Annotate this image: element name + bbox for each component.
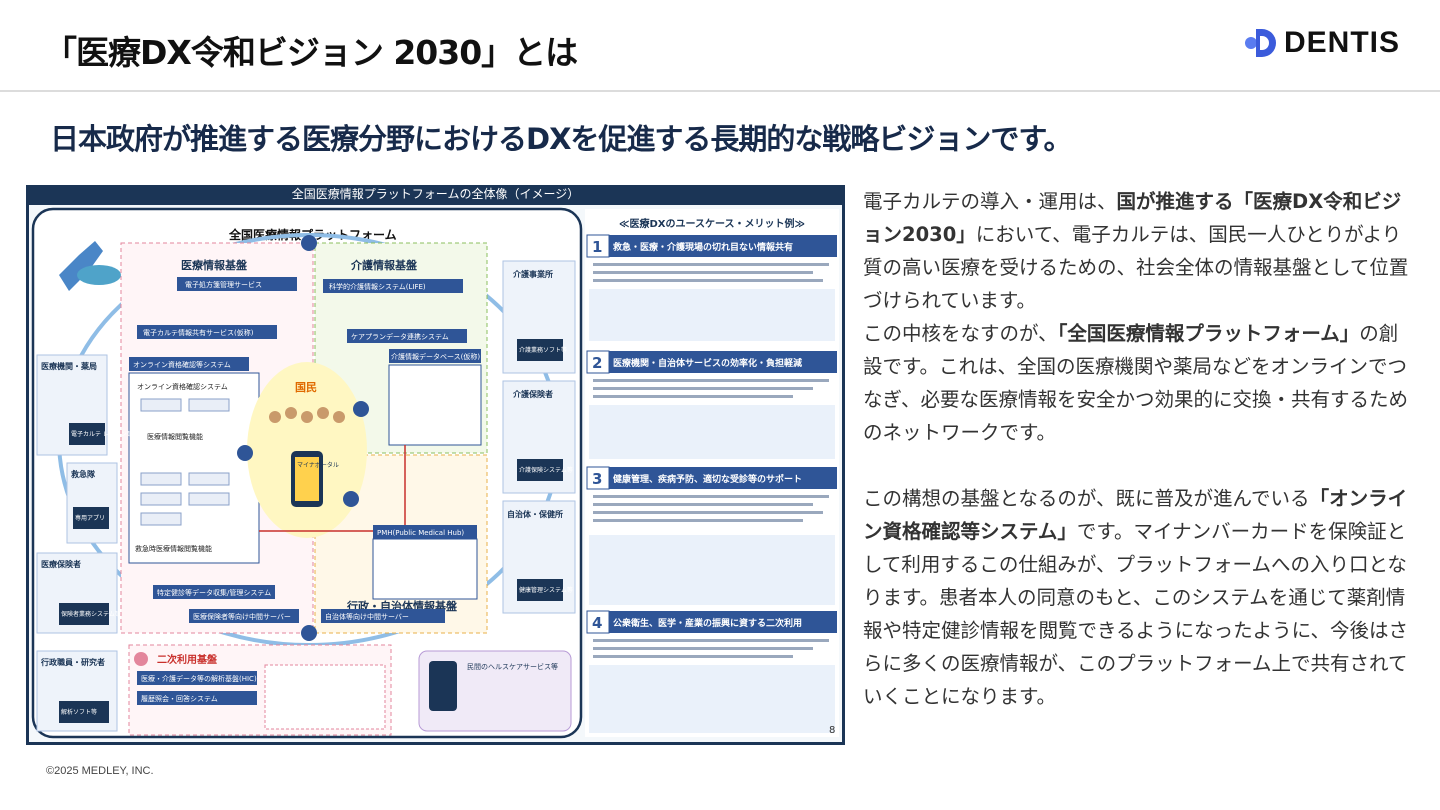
sys-checkup: 特定健診等データ収集/管理システム bbox=[157, 588, 271, 597]
device-insurer: 保険者業務システム等 bbox=[61, 610, 121, 618]
citizen-label: 国民 bbox=[295, 381, 317, 394]
pmh-label: PMH(Public Medical Hub) bbox=[377, 529, 464, 537]
copyright-footer: ©2025 MEDLEY, INC. bbox=[46, 765, 154, 777]
sys-life: 科学的介護情報システム(LIFE) bbox=[329, 282, 426, 291]
diagram-illustration: 全国医療情報プラットフォーム 医療情報基盤 介護情報基盤 行政・自治体情報基盤 … bbox=[31, 207, 839, 739]
diagram-title: 全国医療情報プラットフォームの全体像（イメージ） bbox=[291, 187, 580, 201]
node-ambulance: 救急隊 bbox=[71, 469, 96, 479]
device-app: 専用アプリ bbox=[75, 514, 105, 522]
device-analysis: 解析ソフト等 bbox=[61, 708, 97, 716]
usecase-4-num: 4 bbox=[592, 614, 602, 632]
sys-hic: 医療・介護データ等の解析基盤(HIC) bbox=[141, 674, 257, 683]
device-municipality: 健康管理システム等 bbox=[519, 586, 573, 594]
paragraph-3: この構想の基盤となるのが、既に普及が進んでいる「オンライン資格確認等システム」で… bbox=[863, 487, 1409, 708]
platform-diagram: 全国医療情報プラットフォームの全体像（イメージ） 全国医療情報プラットフォーム … bbox=[26, 185, 845, 745]
medical-base-label: 医療情報基盤 bbox=[181, 258, 248, 272]
sys-care-db: 介護情報データベース(仮称) bbox=[391, 352, 480, 361]
dentis-logo-icon bbox=[1244, 29, 1276, 57]
sys-online-confirm: オンライン資格確認等システム bbox=[133, 360, 231, 369]
healthcare-service-label: 民間のヘルスケアサービス等 bbox=[467, 662, 558, 671]
slide-title: 「医療DX令和ビジョン 2030」とは bbox=[44, 33, 578, 72]
logo-text: DENTIS bbox=[1283, 26, 1400, 59]
node-insurer: 医療保険者 bbox=[41, 559, 81, 569]
usecase-title: ≪医療DXのユースケース・メリット例≫ bbox=[619, 217, 805, 230]
usecase-2-title: 医療機関・自治体サービスの効率化・負担軽減 bbox=[613, 357, 802, 369]
diagram-page-num: 8 bbox=[829, 725, 835, 736]
secondary-base-label: 二次利用基盤 bbox=[157, 653, 218, 666]
paragraph-2: この中核をなすのが、「全国医療情報プラットフォーム」の創設です。これは、全国の医… bbox=[863, 322, 1409, 444]
sys-ekarte-share: 電子カルテ情報共有サービス(仮称) bbox=[143, 328, 254, 337]
sys-history: 履歴照会・回答システム bbox=[141, 694, 218, 703]
highlight-vision: 国が推進する「医療DX令和ビジョン2030」 bbox=[863, 190, 1402, 246]
sys-insurer-server: 医療保険者等向け中間サーバー bbox=[193, 612, 291, 621]
device-ekarte: 電子カルテ レセコン等 bbox=[71, 430, 133, 438]
paragraph-1: 電子カルテの導入・運用は、国が推進する「医療DX令和ビジョン2030」において、… bbox=[863, 190, 1409, 312]
usecase-3-num: 3 bbox=[592, 470, 602, 488]
usecase-4-title: 公衆衛生、医学・産業の振興に資する二次利用 bbox=[613, 617, 802, 629]
mynaportal-label: マイナポータル bbox=[297, 461, 339, 469]
node-hospital: 医療機関・薬局 bbox=[41, 361, 97, 371]
node-care-insurer: 介護保険者 bbox=[512, 389, 553, 399]
sys-viewer: 医療情報閲覧機能 bbox=[147, 432, 203, 441]
dentis-logo: DENTIS bbox=[1244, 26, 1400, 60]
slide-subtitle: 日本政府が推進する医療分野におけるDXを促進する長期的な戦略ビジョンです。 bbox=[50, 122, 1073, 156]
sys-careplan: ケアプランデータ連携システム bbox=[351, 332, 449, 341]
device-care-office: 介護業務ソフト等 bbox=[519, 346, 567, 354]
body-text: 電子カルテの導入・運用は、国が推進する「医療DX令和ビジョン2030」において、… bbox=[863, 185, 1415, 713]
care-base-label: 介護情報基盤 bbox=[350, 258, 418, 272]
usecase-1-num: 1 bbox=[592, 238, 602, 256]
node-researcher: 行政職員・研究者 bbox=[40, 657, 105, 667]
node-municipality: 自治体・保健所 bbox=[507, 509, 563, 519]
usecase-1-title: 救急・医療・介護現場の切れ目ない情報共有 bbox=[613, 241, 793, 253]
sys-eprescription: 電子処方箋管理サービス bbox=[185, 280, 262, 289]
sys-online-confirm-sub: オンライン資格確認システム bbox=[137, 382, 228, 391]
sys-emergency-viewer: 救急時医療情報閲覧機能 bbox=[135, 544, 212, 553]
usecase-3-title: 健康管理、疾病予防、適切な受診等のサポート bbox=[613, 473, 802, 485]
node-care-office: 介護事業所 bbox=[512, 269, 553, 279]
highlight-online-confirm: 「オンライン資格確認等システム」 bbox=[863, 487, 1408, 543]
sys-municipal-server: 自治体等向け中間サーバー bbox=[325, 612, 409, 621]
device-care-insurer: 介護保険システム等 bbox=[519, 466, 573, 474]
usecase-2-num: 2 bbox=[592, 354, 602, 372]
highlight-platform: 「全国医療情報プラットフォーム」 bbox=[1057, 322, 1360, 345]
slide-header: 「医療DX令和ビジョン 2030」とは DENTIS bbox=[0, 0, 1440, 92]
